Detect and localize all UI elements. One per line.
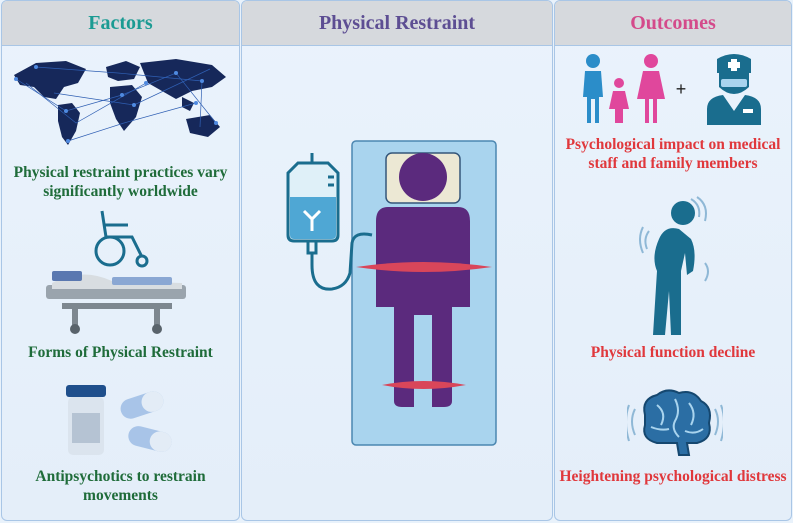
ankle-strap xyxy=(382,381,466,389)
restraint-panel: Physical Restraint xyxy=(241,0,553,521)
world-network-icon xyxy=(14,59,226,145)
factors-title: Factors xyxy=(2,1,239,46)
antipsychotics-label: Antipsychotics to restrain movements xyxy=(35,468,206,504)
forms-label: Forms of Physical Restraint xyxy=(28,344,213,361)
svg-text:+: + xyxy=(676,79,687,99)
waist-strap xyxy=(356,262,492,272)
medical-staff-icon xyxy=(707,54,761,125)
distress-label: Heightening psychological distress xyxy=(559,468,787,485)
outcomes-title: Outcomes xyxy=(555,1,791,46)
iv-bag-icon xyxy=(286,153,373,291)
outcomes-panel: Outcomes + Psychological xyxy=(554,0,792,521)
patient-figure xyxy=(376,153,470,407)
psych-impact-label: Psychological impact on medical staff an… xyxy=(565,136,781,172)
function-label: Physical function decline xyxy=(590,344,756,361)
family-icon xyxy=(583,54,665,123)
worldwide-label: Physical restraint practices vary signif… xyxy=(13,164,228,200)
restraint-illustration xyxy=(286,140,497,446)
factors-panel: Factors xyxy=(1,0,240,521)
brain-icon xyxy=(627,389,723,456)
restraint-title: Physical Restraint xyxy=(242,1,552,46)
medicine-icon xyxy=(66,385,172,455)
wheelchair-icon xyxy=(94,210,149,268)
plus-icon: + xyxy=(676,79,687,99)
hospital-bed-icon xyxy=(46,271,186,334)
stooped-person-icon xyxy=(639,196,709,335)
